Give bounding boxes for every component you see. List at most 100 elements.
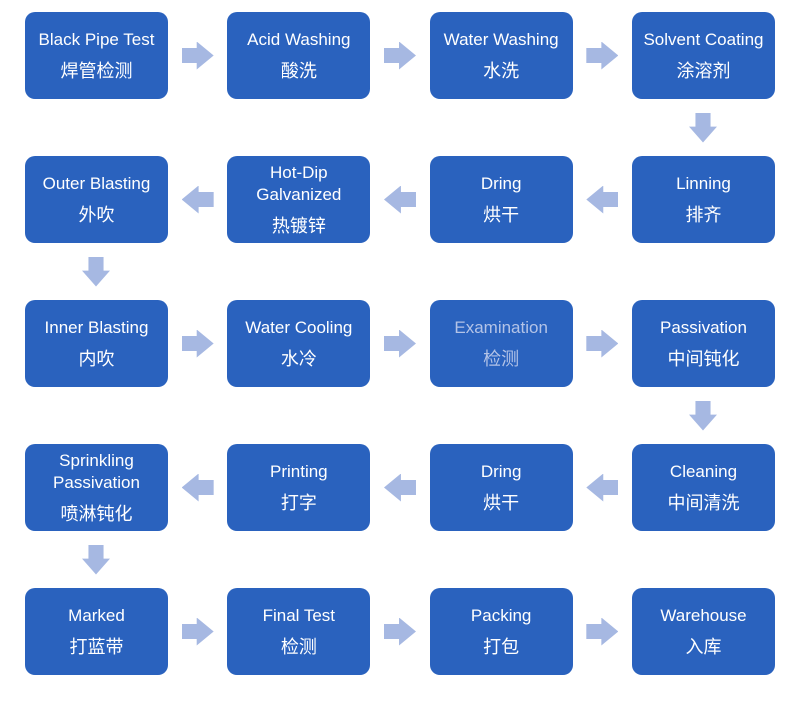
node-label-zh: 中间钝化 <box>667 349 740 370</box>
flow-node-dring-1: Dring 烘干 <box>429 156 573 243</box>
connector-cell <box>168 156 227 243</box>
node-label-zh: 喷淋钝化 <box>60 503 133 524</box>
connector-cell <box>168 12 227 99</box>
flow-node-passivation: Passivation 中间钝化 <box>631 300 775 387</box>
flow-connector-row-3 <box>25 387 775 444</box>
flow-node-black-pipe-test: Black Pipe Test 焊管检测 <box>25 12 168 99</box>
connector-cell <box>573 444 632 531</box>
arrow-right-icon <box>383 329 416 358</box>
node-label-en: Dring <box>480 462 522 482</box>
node-label-en: Passivation <box>660 318 747 338</box>
arrow-left-icon <box>181 473 214 502</box>
node-label-en: Final Test <box>262 606 336 626</box>
flow-node-packing: Packing 打包 <box>429 588 573 675</box>
flowchart-grid: Black Pipe Test 焊管检测 Acid Washing 酸洗 Wat… <box>25 12 775 675</box>
arrow-right-icon <box>383 41 416 70</box>
node-label-zh: 打包 <box>483 637 520 658</box>
flow-row-4: Sprinkling Passivation 喷淋钝化 Printing 打字 … <box>25 444 775 531</box>
flow-node-acid-washing: Acid Washing 酸洗 <box>227 12 371 99</box>
node-label-zh: 酸洗 <box>280 61 317 82</box>
node-label-zh: 排齐 <box>685 205 722 226</box>
arrow-right-icon <box>181 41 214 70</box>
node-label-en: Dring <box>480 174 522 194</box>
flow-connector-row-1 <box>25 99 775 156</box>
connector-cell <box>370 588 429 675</box>
node-label-zh: 入库 <box>685 637 722 658</box>
arrow-right-icon <box>586 329 619 358</box>
node-label-zh: 打蓝带 <box>69 637 124 658</box>
node-label-zh: 焊管检测 <box>60 61 133 82</box>
node-label-zh: 热镀锌 <box>271 215 326 236</box>
arrow-right-icon <box>181 329 214 358</box>
arrow-left-icon <box>586 473 619 502</box>
flow-node-printing: Printing 打字 <box>227 444 371 531</box>
connector-cell <box>370 444 429 531</box>
node-label-en: Acid Washing <box>247 30 351 50</box>
node-label-en: Inner Blasting <box>44 318 149 338</box>
connector-cell <box>573 12 632 99</box>
node-label-zh: 水冷 <box>280 349 317 370</box>
node-label-en: Solvent Coating <box>643 30 764 50</box>
node-label-en: Printing <box>270 462 328 482</box>
arrow-left-icon <box>383 185 416 214</box>
flow-node-cleaning: Cleaning 中间清洗 <box>631 444 775 531</box>
connector-cell <box>168 588 227 675</box>
connector-cell <box>573 300 632 387</box>
flow-connector-row-2 <box>25 243 775 300</box>
arrow-down-icon <box>82 256 110 287</box>
flow-row-5: Marked 打蓝带 Final Test 检测 Packing 打包 Ware… <box>25 588 775 675</box>
flow-row-2: Outer Blasting 外吹 Hot-Dip Galvanized 热镀锌… <box>25 156 775 243</box>
flow-connector-row-4 <box>25 531 775 588</box>
arrow-right-icon <box>181 617 214 646</box>
flow-node-solvent-coating: Solvent Coating 涂溶剂 <box>631 12 775 99</box>
node-label-en: Linning <box>676 174 731 194</box>
flow-row-1: Black Pipe Test 焊管检测 Acid Washing 酸洗 Wat… <box>25 12 775 99</box>
node-label-zh: 水洗 <box>483 61 520 82</box>
flow-node-water-washing: Water Washing 水洗 <box>429 12 573 99</box>
node-label-en: Black Pipe Test <box>38 30 155 50</box>
flow-node-sprinkling-passivation: Sprinkling Passivation 喷淋钝化 <box>25 444 168 531</box>
connector-cell <box>573 156 632 243</box>
node-label-en: Water Cooling <box>245 318 353 338</box>
node-label-en: Packing <box>470 606 532 626</box>
flow-node-water-cooling: Water Cooling 水冷 <box>227 300 371 387</box>
node-label-en: Hot-Dip Galvanized <box>256 163 342 204</box>
arrow-right-icon <box>586 617 619 646</box>
node-label-zh: 外吹 <box>78 205 115 226</box>
connector-cell <box>168 444 227 531</box>
flow-node-warehouse: Warehouse 入库 <box>631 588 775 675</box>
arrow-left-icon <box>586 185 619 214</box>
flow-node-hot-dip-galvanized: Hot-Dip Galvanized 热镀锌 <box>227 156 371 243</box>
arrow-left-icon <box>181 185 214 214</box>
node-label-zh: 打字 <box>280 493 317 514</box>
node-label-zh: 涂溶剂 <box>676 61 731 82</box>
flow-node-outer-blasting: Outer Blasting 外吹 <box>25 156 168 243</box>
flow-node-examination: Examination 检测 <box>429 300 573 387</box>
node-label-zh: 检测 <box>483 349 520 370</box>
node-label-en: Sprinkling Passivation <box>53 451 140 492</box>
connector-cell <box>370 12 429 99</box>
node-label-en: Warehouse <box>660 606 747 626</box>
arrow-right-icon <box>586 41 619 70</box>
connector-cell <box>168 300 227 387</box>
flow-node-linning: Linning 排齐 <box>631 156 775 243</box>
connector-cell <box>370 156 429 243</box>
node-label-en: Water Washing <box>443 30 559 50</box>
node-label-zh: 内吹 <box>78 349 115 370</box>
flow-node-dring-2: Dring 烘干 <box>429 444 573 531</box>
connector-cell <box>573 588 632 675</box>
arrow-left-icon <box>383 473 416 502</box>
connector-cell <box>370 300 429 387</box>
arrow-down-icon <box>689 112 717 143</box>
node-label-en: Outer Blasting <box>42 174 151 194</box>
node-label-zh: 检测 <box>280 637 317 658</box>
node-label-en: Examination <box>454 318 548 338</box>
arrow-down-icon <box>689 400 717 431</box>
flow-node-marked: Marked 打蓝带 <box>25 588 168 675</box>
node-label-zh: 中间清洗 <box>667 493 740 514</box>
node-label-en: Cleaning <box>669 462 738 482</box>
node-label-zh: 烘干 <box>483 205 520 226</box>
arrow-right-icon <box>383 617 416 646</box>
node-label-en: Marked <box>68 606 125 626</box>
